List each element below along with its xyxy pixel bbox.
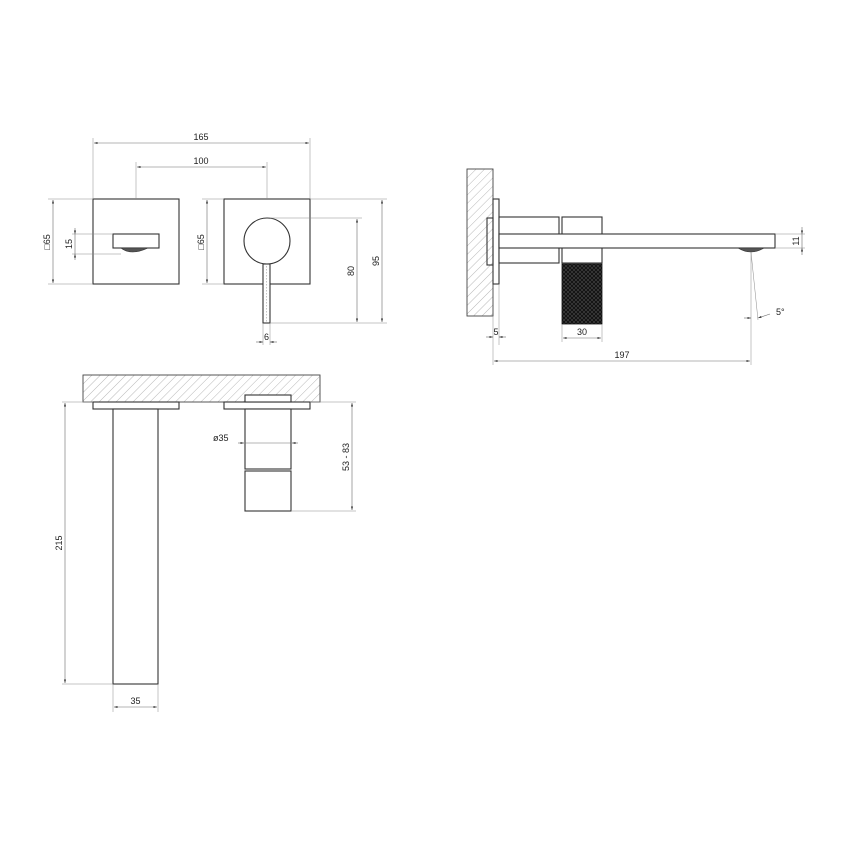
dim-plate-thickness: 5 [493,327,498,337]
side-view: 5 30 197 11 5° [466,168,805,365]
dim-lever-height: 80 [346,266,356,276]
dim-handle-projection: 53 - 83 [341,443,351,471]
mixer-plate-plan [223,401,311,410]
top-view: 215 35 ø35 53 - 83 [54,374,356,712]
dim-spout-projection: 197 [614,350,629,360]
aerator-side-icon [736,247,766,253]
mixer-insert-plan [244,394,292,403]
dim-mixer-plate-square: □65 [196,234,206,249]
dim-flow-angle: 5° [776,307,785,317]
plate-recess [486,217,494,266]
spout-plan [112,408,159,685]
dim-overall-width: 165 [193,132,208,142]
mixer-handle-plan [244,470,292,512]
mixer-knob [243,217,291,265]
front-view: 165 100 □65 15 □65 80 95 [42,132,387,345]
dim-spout-length: 215 [54,535,64,550]
mixer-body-plan [244,408,292,470]
spout-plate-plan [92,401,180,410]
dim-center-distance: 100 [193,156,208,166]
dim-handle-diameter: ø35 [213,433,229,443]
knurled-handle [561,263,603,325]
spout-outlet [112,233,160,249]
spout-side [498,233,776,249]
cover-plate-side [492,198,500,285]
aerator-icon [120,247,149,253]
dim-handle-width: 30 [577,327,587,337]
wall-section [466,168,494,317]
dim-spout-width: 35 [130,696,140,706]
dim-spout-thickness: 11 [791,236,801,245]
dim-overall-height: 95 [371,256,381,266]
dim-spout-outlet-height: 15 [64,239,74,249]
dim-spout-plate-square: □65 [42,234,52,249]
dim-lever-width: 6 [264,332,269,342]
